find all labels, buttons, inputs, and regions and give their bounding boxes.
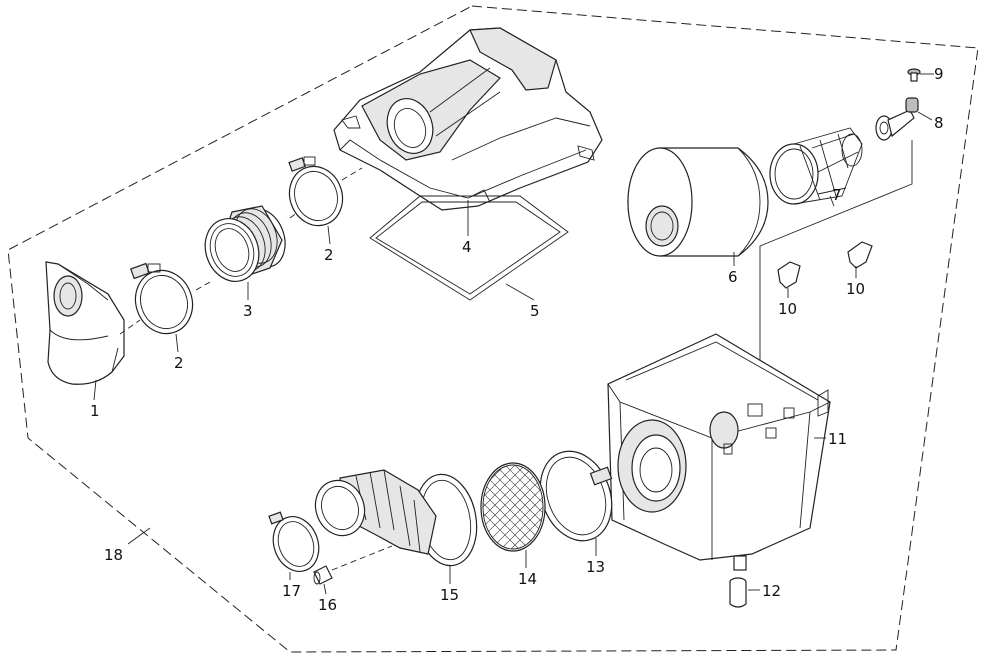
callout-15: 15 — [440, 586, 459, 604]
callout-6: 6 — [728, 268, 738, 286]
callout-17: 17 — [282, 582, 301, 600]
callout-1: 1 — [90, 402, 100, 420]
part-screw — [907, 68, 934, 82]
part-drain-plug — [729, 577, 760, 608]
callout-4: 4 — [462, 238, 472, 256]
part-clip-right — [847, 241, 873, 278]
part-hose-clamp-lower — [268, 511, 320, 580]
callout-9: 9 — [934, 65, 944, 83]
callout-14: 14 — [518, 570, 537, 588]
callout-3: 3 — [243, 302, 253, 320]
part-intake-duct — [45, 261, 125, 401]
callout-5: 5 — [530, 302, 540, 320]
callout-18: 18 — [104, 546, 123, 564]
part-hose-clamp-left — [130, 262, 194, 353]
part-hose-clamp-upper — [288, 156, 344, 245]
callout-2-upper: 2 — [324, 246, 334, 264]
callout-10-left: 10 — [778, 300, 797, 318]
part-breather-fitting — [313, 545, 393, 595]
part-airbox-cover — [333, 27, 603, 236]
part-filter-element — [627, 147, 769, 266]
callout-8: 8 — [934, 114, 944, 132]
part-clip-left — [777, 261, 801, 298]
part-filter-cage — [769, 127, 863, 207]
callout-12: 12 — [762, 582, 781, 600]
bracket-line-8-11 — [759, 140, 913, 410]
part-mesh-screen — [480, 462, 546, 568]
centerline-top — [119, 167, 363, 335]
callout-2-left: 2 — [174, 354, 184, 372]
leader-18 — [127, 527, 151, 545]
part-intake-elbow — [314, 469, 478, 584]
part-wing-bolt — [875, 97, 933, 141]
part-clamp-ring — [539, 450, 613, 556]
callout-13: 13 — [586, 558, 605, 576]
part-rubber-boot — [204, 205, 286, 300]
part-gasket — [369, 195, 569, 301]
callout-16: 16 — [318, 596, 337, 614]
callout-7: 7 — [832, 186, 842, 204]
part-airbox-housing — [607, 333, 831, 571]
callout-11: 11 — [828, 430, 847, 448]
callout-10-right: 10 — [846, 280, 865, 298]
